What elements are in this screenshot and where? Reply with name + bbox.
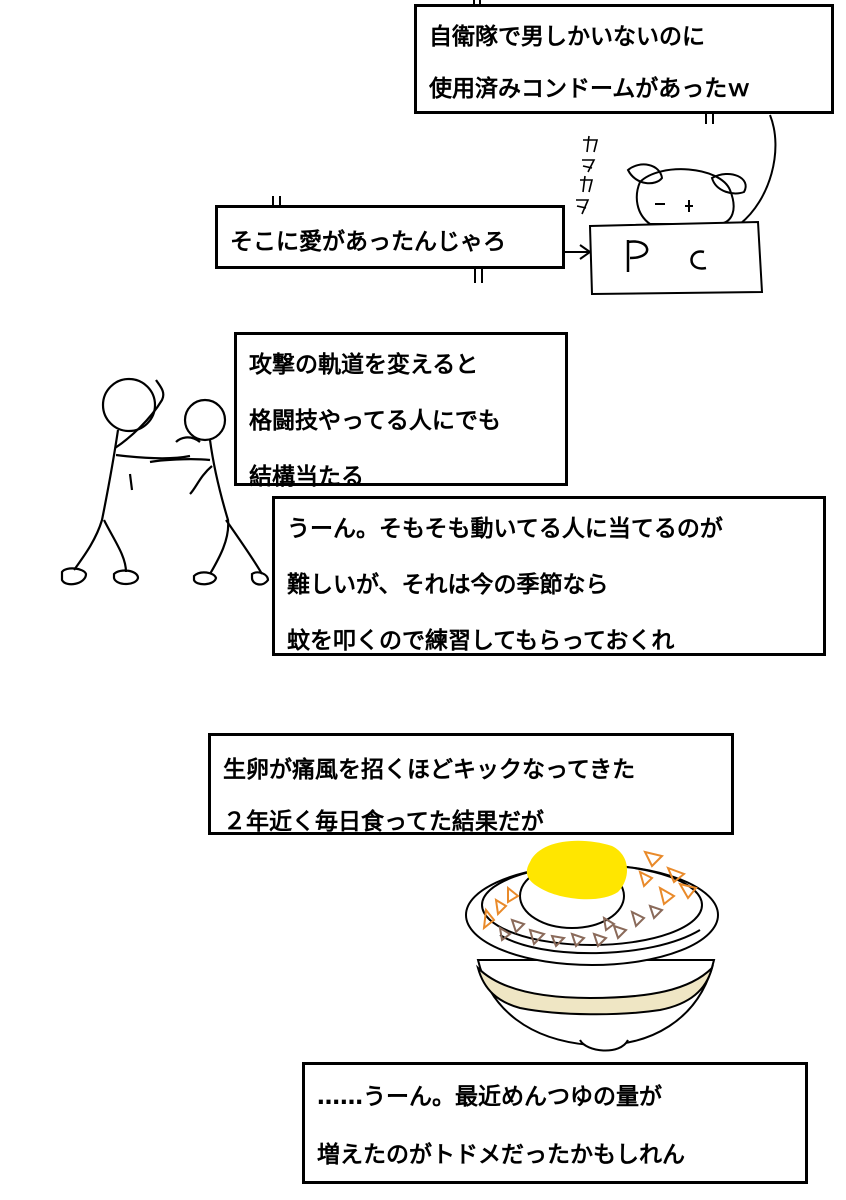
speech-line: うーん。そもそも動いてる人に当てるのが [287, 516, 723, 542]
speech-line: 結構当たる [249, 464, 364, 490]
speech-line: 増えたのがトドメだったかもしれん [317, 1142, 685, 1168]
pc-monitor [588, 220, 764, 296]
typing-sfx [576, 135, 599, 215]
person-at-pc [626, 163, 747, 225]
speech-line: 格闘技やってる人にでも [249, 408, 501, 434]
speech-line: ２年近く毎日食ってた結果だが [223, 809, 544, 835]
speech-box-4: うーん。そもそも動いてる人に当てるのが 難しいが、それは今の季節なら 蚊を叩くの… [272, 496, 826, 656]
egg-rice-bowl [465, 863, 719, 1052]
speech-line: 使用済みコンドームがあったｗ [429, 76, 751, 102]
speech-box-3: 攻撃の軌道を変えると 格闘技やってる人にでも 結構当たる [234, 332, 568, 490]
speech-box-1: 自衛隊で男しかいないのに 使用済みコンドームがあったｗ [414, 4, 834, 114]
speech-line: 攻撃の軌道を変えると [249, 352, 479, 378]
speech-line: 蚊を叩くので練習してもらっておくれ [287, 628, 675, 654]
speech-box-6: ……うーん。最近めんつゆの量が 増えたのがトドメだったかもしれん [302, 1062, 808, 1184]
speech-line: 難しいが、それは今の季節なら [287, 572, 609, 598]
speech-box-2: そこに愛があったんじゃろ [215, 205, 565, 269]
stick-figures [60, 377, 270, 586]
pc-label [626, 240, 707, 272]
speech-tail [739, 114, 777, 225]
speech-line: 自衛隊で男しかいないのに [429, 24, 705, 50]
arrow-to-pc [564, 244, 592, 260]
speech-line: そこに愛があったんじゃろ [230, 229, 506, 255]
speech-line: ……うーん。最近めんつゆの量が [317, 1084, 662, 1110]
bowl-toppings-brown [498, 904, 664, 948]
speech-box-5: 生卵が痛風を招くほどキックなってきた ２年近く毎日食ってた結果だが [208, 733, 734, 835]
egg-yolk [526, 840, 628, 900]
bowl-toppings-orange [482, 850, 698, 931]
speech-line: 生卵が痛風を招くほどキックなってきた [223, 757, 636, 783]
